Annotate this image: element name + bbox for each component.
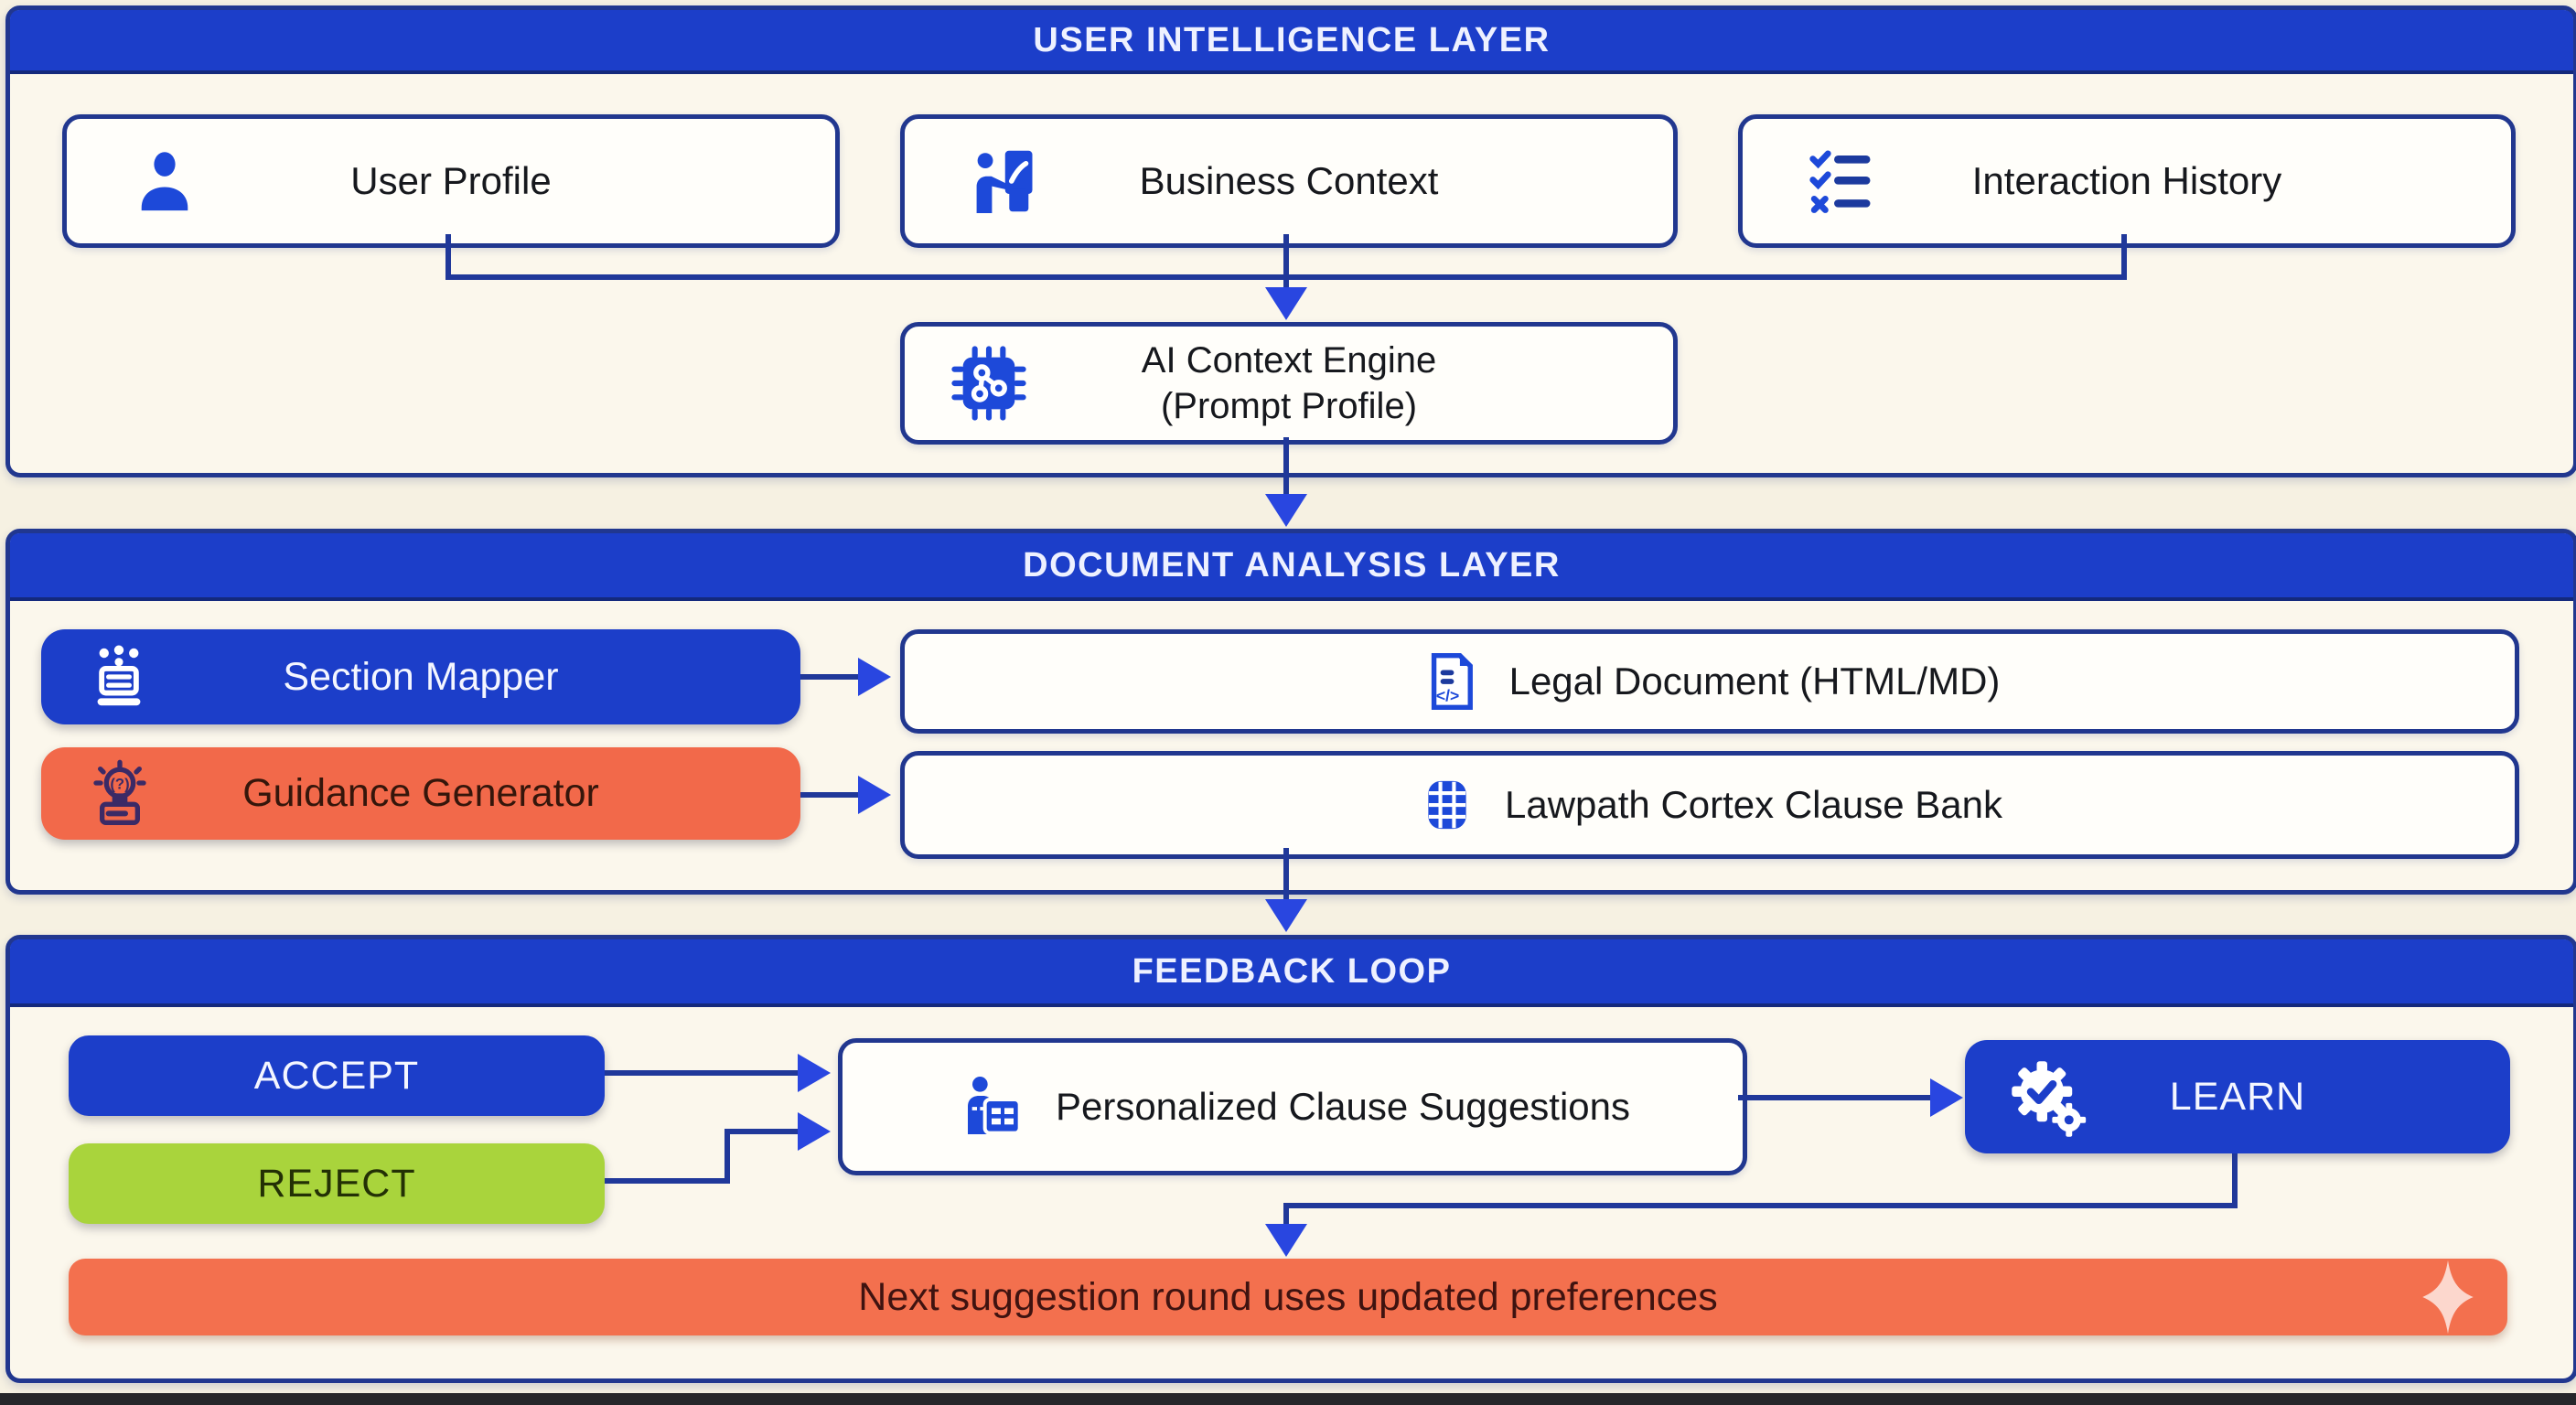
arrowhead-reject — [798, 1112, 831, 1151]
clause-suggestions-node: Personalized Clause Suggestions — [838, 1038, 1747, 1175]
connector-learn-left — [1283, 1203, 2238, 1208]
user-profile-label: User Profile — [350, 159, 552, 202]
connector-into-banner — [1283, 1203, 1289, 1228]
connector-accept-to-suggestions — [605, 1070, 801, 1076]
banner-label: Next suggestion round uses updated prefe… — [858, 1274, 1718, 1319]
learn-gear-icon — [2005, 1055, 2089, 1139]
next-round-banner: Next suggestion round uses updated prefe… — [69, 1259, 2507, 1335]
connector-interaction-down — [2121, 234, 2127, 280]
ai-chip-icon — [947, 341, 1031, 425]
svg-text:(?): (?) — [110, 775, 129, 792]
arrowhead-into-layer3 — [1265, 899, 1307, 932]
feedback-loop-header: FEEDBACK LOOP — [10, 939, 2573, 1007]
business-context-node: Business Context — [900, 114, 1678, 248]
suggestions-label: Personalized Clause Suggestions — [1055, 1085, 1631, 1128]
connector-guidance-to-bank — [800, 792, 863, 798]
arrowhead-into-banner — [1265, 1224, 1307, 1257]
sparkle-icon — [2414, 1257, 2482, 1337]
layer-title: USER INTELLIGENCE LAYER — [1033, 20, 1551, 59]
connector-user-profile-down — [445, 234, 451, 280]
reject-button: REJECT — [69, 1143, 605, 1224]
ai-context-engine-label: AI Context Engine (Prompt Profile) — [1141, 340, 1437, 426]
arrowhead-accept — [798, 1054, 831, 1092]
user-profile-node: User Profile — [62, 114, 840, 248]
guidance-generator-label: Guidance Generator — [242, 771, 599, 815]
interaction-history-node: Interaction History — [1738, 114, 2516, 248]
clause-bank-icon — [1417, 775, 1477, 835]
arrowhead-into-bank — [858, 776, 891, 814]
guidance-generator-node: (?) Guidance Generator — [41, 747, 800, 840]
learn-button: LEARN — [1965, 1040, 2510, 1153]
arrowhead-into-layer2 — [1265, 494, 1307, 527]
screenshot-bottom-edge — [0, 1393, 2576, 1405]
legal-document-icon: </> — [1420, 650, 1482, 713]
learn-label: LEARN — [2169, 1074, 2306, 1119]
section-mapper-node: Section Mapper — [41, 629, 800, 724]
connector-suggestions-to-learn — [1738, 1095, 1935, 1100]
reject-label: REJECT — [257, 1161, 416, 1206]
layer-title: FEEDBACK LOOP — [1132, 951, 1452, 991]
ai-context-engine-node: AI Context Engine (Prompt Profile) — [900, 322, 1678, 445]
business-context-icon — [965, 143, 1042, 220]
connector-engine-to-layer2 — [1283, 437, 1289, 498]
suggestions-icon — [955, 1070, 1028, 1143]
connector-reject-in — [724, 1129, 801, 1134]
user-icon — [127, 144, 202, 219]
section-mapper-icon — [83, 641, 155, 713]
checklist-icon — [1803, 142, 1882, 220]
layer-title: DOCUMENT ANALYSIS LAYER — [1023, 545, 1561, 585]
connector-reject-up — [724, 1129, 730, 1184]
arrowhead-into-document — [858, 658, 891, 696]
business-context-label: Business Context — [1139, 159, 1439, 202]
connector-reject-out — [605, 1178, 730, 1184]
connector-learn-down — [2232, 1153, 2238, 1208]
document-analysis-layer-header: DOCUMENT ANALYSIS LAYER — [10, 533, 2573, 601]
legal-document-label: Legal Document (HTML/MD) — [1508, 660, 2001, 702]
clause-bank-node: Lawpath Cortex Clause Bank — [900, 751, 2519, 859]
interaction-history-label: Interaction History — [1971, 159, 2282, 202]
accept-label: ACCEPT — [253, 1053, 420, 1098]
guidance-generator-icon: (?) — [83, 757, 156, 831]
arrowhead-learn — [1930, 1078, 1963, 1117]
accept-button: ACCEPT — [69, 1035, 605, 1116]
svg-text:</>: </> — [1436, 687, 1459, 705]
clause-bank-label: Lawpath Cortex Clause Bank — [1505, 783, 2002, 826]
connector-center-down — [1283, 234, 1289, 291]
section-mapper-label: Section Mapper — [283, 654, 559, 699]
user-intelligence-layer-header: USER INTELLIGENCE LAYER — [10, 10, 2573, 74]
connector-mapper-to-document — [800, 674, 863, 680]
arrowhead-into-engine — [1265, 287, 1307, 320]
connector-bank-to-layer3 — [1283, 848, 1289, 903]
legal-document-node: </> Legal Document (HTML/MD) — [900, 629, 2519, 734]
